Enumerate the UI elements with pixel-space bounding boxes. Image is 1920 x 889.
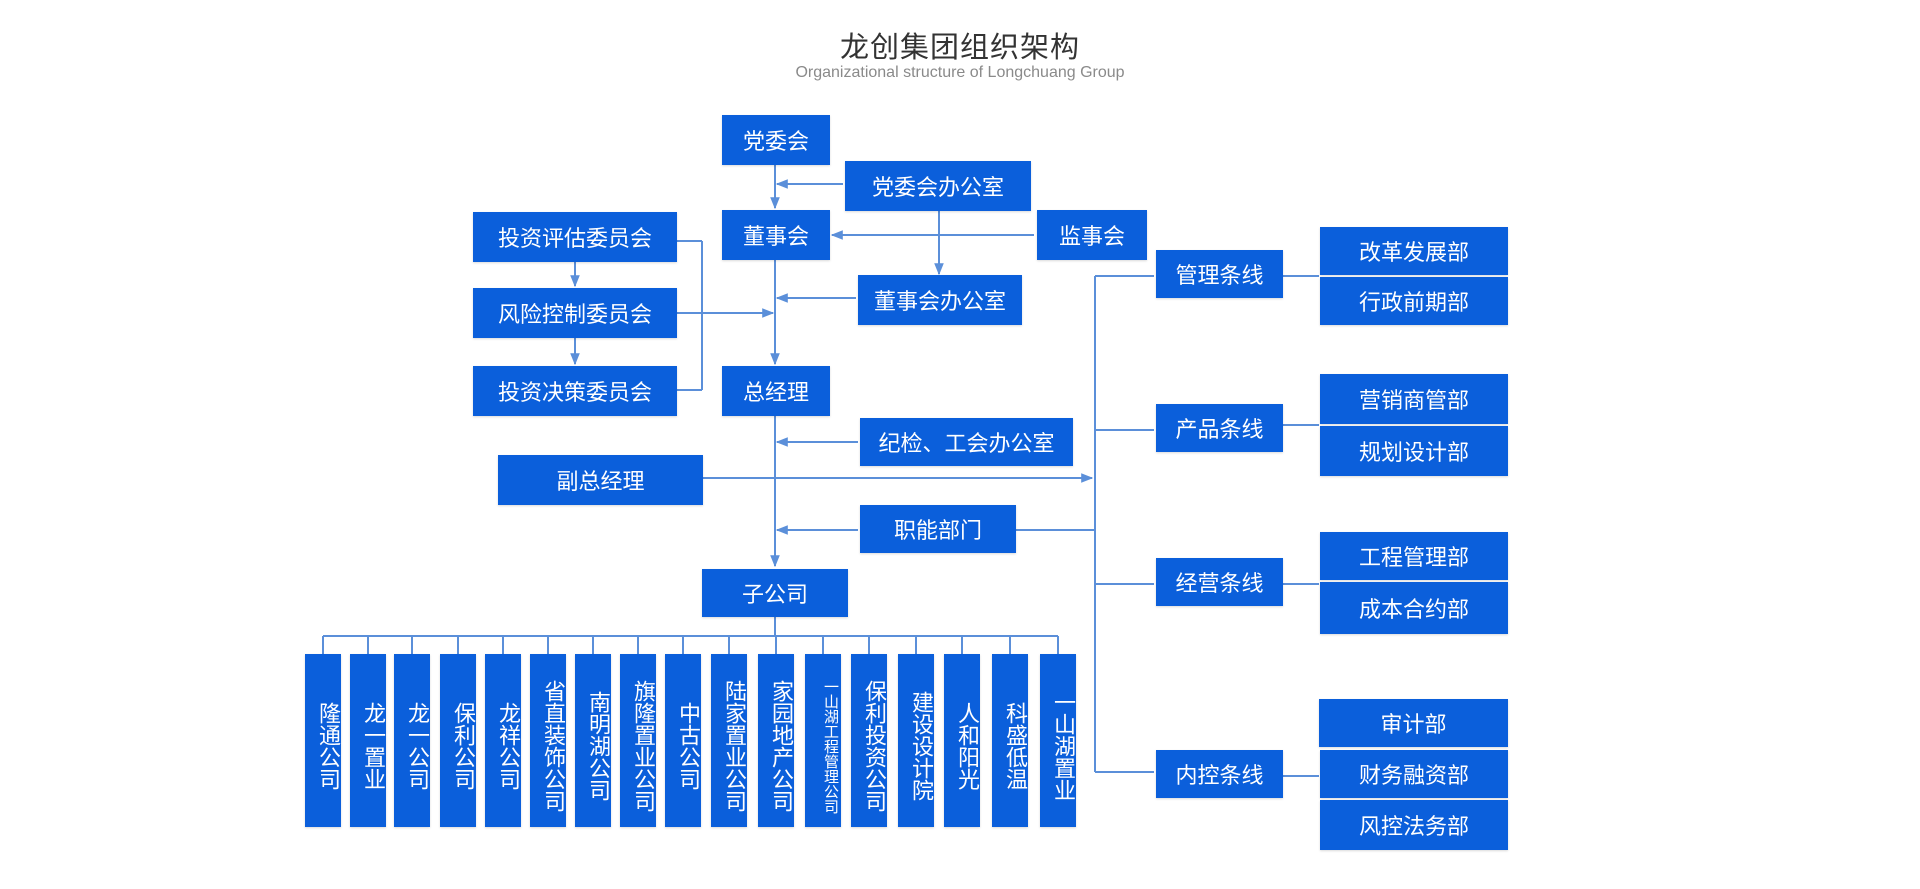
node-subsidiaries: 子公司 — [702, 569, 848, 617]
line-internal-control: 内控条线 — [1156, 750, 1283, 798]
node-deputy-gm: 副总经理 — [498, 455, 703, 505]
company-box: 省直装饰公司 — [530, 654, 566, 827]
node-invest-eval: 投资评估委员会 — [473, 212, 677, 262]
company-box: 人和阳光 — [944, 654, 980, 827]
company-box: 南明湖公司 — [575, 654, 611, 827]
dept-engineering: 工程管理部 — [1320, 532, 1508, 580]
line-operation: 经营条线 — [1156, 558, 1283, 606]
dept-reform: 改革发展部 — [1320, 227, 1508, 275]
dept-finance: 财务融资部 — [1320, 750, 1508, 798]
company-box: 保利投资公司 — [851, 654, 887, 827]
company-box: 陆家置业公司 — [711, 654, 747, 827]
node-general-manager: 总经理 — [722, 366, 830, 416]
company-box: 旗隆置业公司 — [620, 654, 656, 827]
company-box: 隆通公司 — [305, 654, 341, 827]
node-board: 董事会 — [722, 210, 830, 260]
line-product: 产品条线 — [1156, 404, 1283, 452]
node-party-committee: 党委会 — [722, 115, 830, 165]
page-title: 龙创集团组织架构 — [839, 30, 1080, 64]
node-supervisors: 监事会 — [1037, 210, 1147, 260]
company-box: 龙一置业 — [350, 654, 386, 827]
page-subtitle: Organizational structure of Longchuang G… — [795, 64, 1125, 81]
dept-admin: 行政前期部 — [1320, 277, 1508, 325]
company-box: 家园地产公司 — [758, 654, 794, 827]
company-box: 龙一公司 — [394, 654, 430, 827]
node-discipline-office: 纪检、工会办公室 — [860, 418, 1073, 466]
node-invest-decision: 投资决策委员会 — [473, 366, 677, 416]
dept-cost: 成本合约部 — [1320, 582, 1508, 634]
company-box: 龙祥公司 — [485, 654, 521, 827]
node-functional-depts: 职能部门 — [860, 505, 1016, 553]
dept-audit: 审计部 — [1319, 699, 1508, 747]
dept-planning: 规划设计部 — [1320, 426, 1508, 476]
company-box: 科盛低温 — [992, 654, 1028, 827]
company-box: 一山湖置业 — [1040, 654, 1076, 827]
company-box: 建设设计院 — [898, 654, 934, 827]
dept-legal: 风控法务部 — [1320, 800, 1508, 850]
company-box: 一山湖工程管理公司 — [805, 654, 841, 827]
node-board-office: 董事会办公室 — [858, 275, 1022, 325]
line-management: 管理条线 — [1156, 250, 1283, 298]
company-box: 中古公司 — [665, 654, 701, 827]
dept-marketing: 营销商管部 — [1320, 374, 1508, 424]
node-party-office: 党委会办公室 — [845, 161, 1031, 211]
company-box: 保利公司 — [440, 654, 476, 827]
node-risk-control: 风险控制委员会 — [473, 288, 677, 338]
